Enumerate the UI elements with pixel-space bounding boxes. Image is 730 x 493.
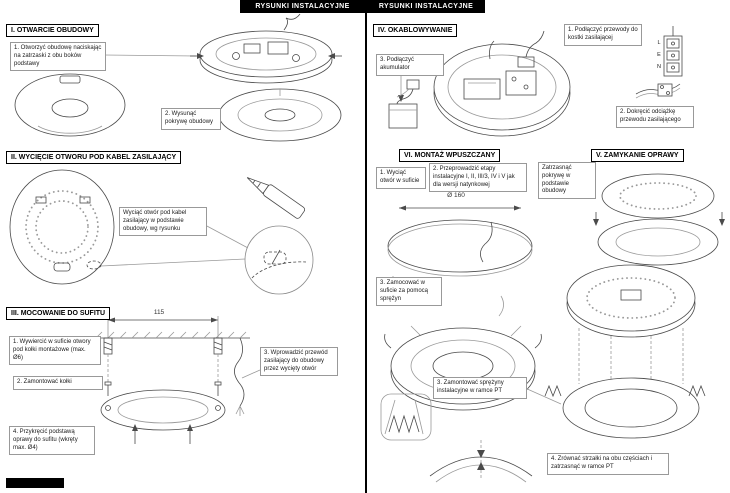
step-install-anchors: 2. Zamontować kołki [13,376,103,390]
step-connect-battery: 3. Podłączyć akumulator [376,54,444,76]
dimension-115: 115 [153,309,165,316]
terminal-letter-l: L [657,40,661,46]
step-drill-holes: 1. Wywiercić w suficie otwory pod kołki … [9,336,101,366]
step-open-housing: 1. Otworzyć obudowę naciskając na zatrza… [10,42,106,72]
terminal-letters: L E N [655,37,663,73]
step-fix-with-springs: 3. Zamocować w suficie za pomocą sprężyn [376,277,442,307]
section-iii-title: III. MOCOWANIE DO SUFITU [6,307,111,320]
right-page-header: RYSUNKI INSTALACYJNE [367,0,485,13]
section-vi-title: VI. MONTAŻ WPUSZCZANY [399,149,501,162]
dimension-160: Ø 160 [447,192,465,199]
terminal-letter-n: N [657,64,661,70]
cover-drawing [218,88,342,142]
spring-detail-drawing [380,393,432,441]
step-connect-wires: 1. Podłączyć przewody do kostki zasilają… [564,24,642,46]
step-repeat-stages: 2. Przeprowadzić etapy instalacyjne I, I… [429,163,527,193]
ceiling-mount-drawing [90,316,261,444]
section-iv-title: IV. OKABLOWYWANIE [373,24,458,37]
page-number-box [6,478,64,488]
step-tighten-strain-relief: 2. Dokręcić odciążkę przewodu zasilające… [616,106,694,128]
utility-knife-icon [246,177,306,219]
knife-and-zoom-drawing [204,177,314,295]
left-page-header: RYSUNKI INSTALACYJNE [240,0,365,13]
step-align-arrows: 4. Zrównać strzałki na obu częściach i z… [547,453,669,475]
step-slide-cover: 2. Wysunąć pokrywę obudowy [161,108,221,130]
perforated-base-drawing [9,169,246,285]
section-v-title: V. ZAMYKANIE OPRAWY [591,149,684,162]
note-snap-cover: Zatrzasnąć pokrywę w podstawie obudowy [538,162,596,200]
zoom-detail-circle [244,225,314,295]
step-cut-ceiling-hole: 1. Wyciąć otwór w suficie [376,167,426,189]
section-ii-title: II. WYCIĘCIE OTWORU POD KABEL ZASILAJĄCY [6,151,182,164]
page-divider [365,0,367,493]
terminal-block-drawing [663,26,683,77]
terminal-letter-e: E [657,52,661,58]
arrow-align-drawing [429,440,533,483]
step-screw-base: 4. Przykręcić podstawą oprawy do sufitu … [9,426,95,456]
housing-iso-drawing [103,13,342,84]
battery-drawing [388,74,420,129]
cover-snap-drawing [593,173,725,266]
pt-frame-drawing [524,264,706,439]
step-mount-springs-pt: 3. Zamontować sprężyny instalacyjne w ra… [433,377,527,399]
step-insert-cable: 3. Wprowadzić przewód zasilający do obud… [260,347,338,377]
device-internals-drawing [433,30,571,137]
strain-relief-drawing [635,83,681,99]
note-cut-cable-hole: Wyciąć otwór pod kabel zasilający w pods… [119,207,207,237]
section-i-title: I. OTWARCIE OBUDOWY [6,24,99,37]
base-disc-drawing [14,73,126,137]
